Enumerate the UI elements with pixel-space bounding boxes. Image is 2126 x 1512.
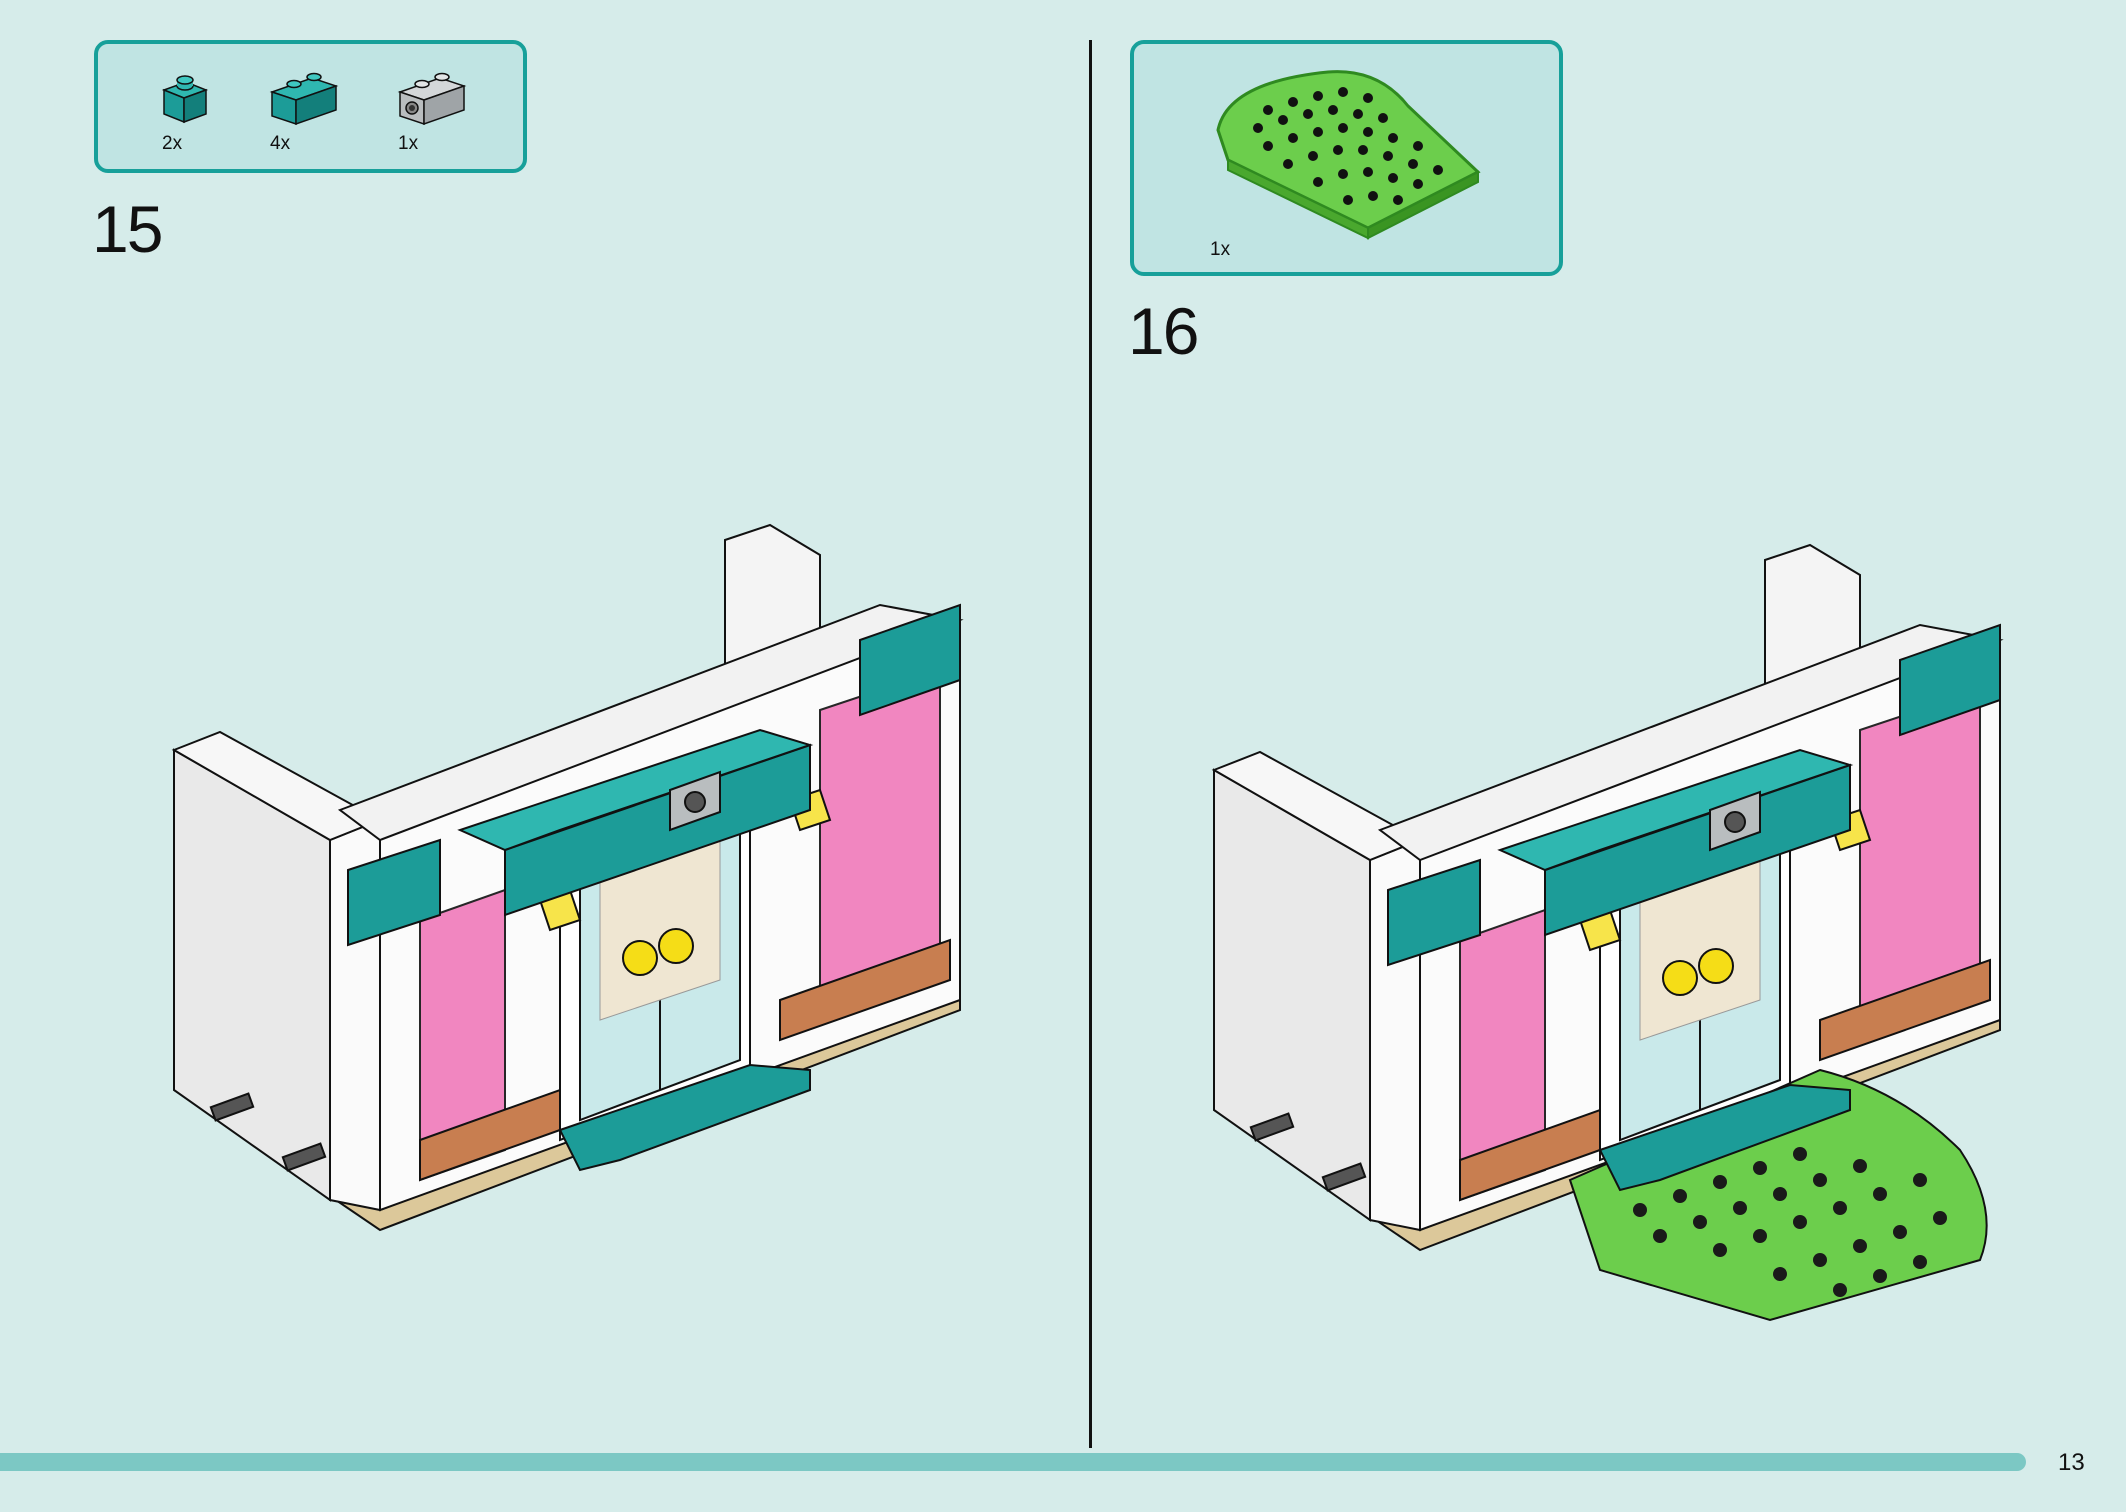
teal-1x1-brick-icon (161, 75, 209, 124)
grey-1x2-technic-brick-icon (397, 72, 467, 126)
step-number: 16 (1128, 294, 1199, 368)
part-quantity: 1x (398, 133, 419, 154)
step-number: 15 (92, 192, 163, 266)
part-quantity: 2x (162, 133, 183, 154)
step-divider (1089, 40, 1092, 1448)
page-number: 13 (2058, 1449, 2085, 1476)
step-15-model-illustration (171, 523, 964, 1232)
part-quantity: 1x (1210, 239, 1231, 260)
page-progress-bar (0, 1453, 2026, 1471)
step-16-model-illustration (1211, 543, 2004, 1322)
green-round-plate-icon (1216, 70, 1481, 240)
step-16-parts-box: 1x (1130, 40, 1563, 276)
part-quantity: 4x (270, 133, 291, 154)
step-15-parts-box: 2x 4x 1x (94, 40, 527, 173)
teal-1x2-brick-icon (269, 72, 339, 126)
